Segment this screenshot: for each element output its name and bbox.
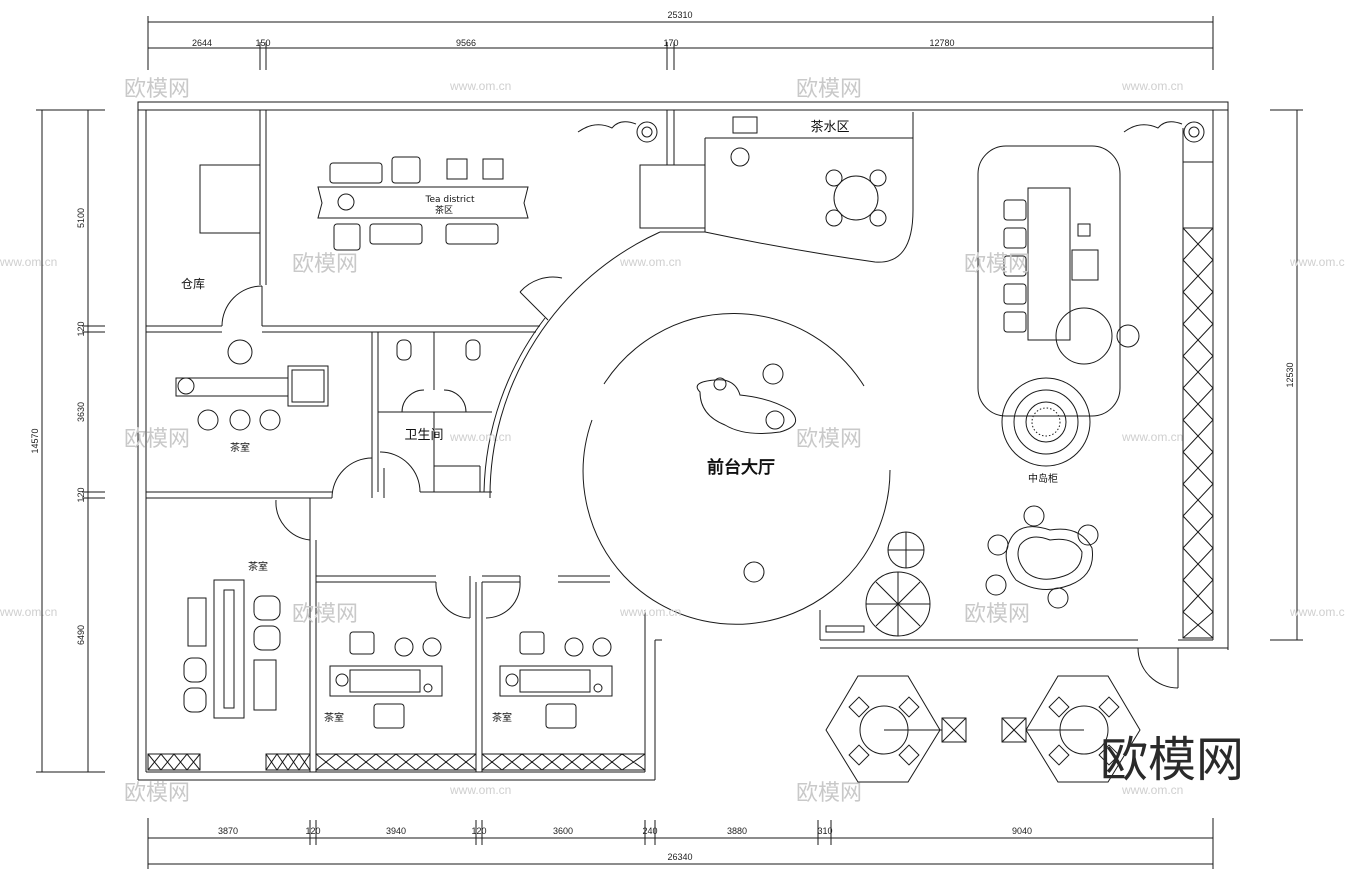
dim-top-seg-5: 12780 xyxy=(929,38,954,48)
label-restroom: 卫生间 xyxy=(404,428,443,443)
watermarks: 欧模网 欧模网 欧模网 欧模网 欧模网 欧模网 欧模网 欧模网 欧模网 欧模网 … xyxy=(0,77,1345,806)
dim-bottom-seg-5: 3600 xyxy=(553,826,573,836)
tea-room-1-furniture xyxy=(175,339,329,431)
room-labels: 仓库 Tea district 茶区 茶水区 茶室 茶室 茶室 茶室 卫生间 前… xyxy=(181,119,1058,724)
label-island-cabinet: 中岛柜 xyxy=(1028,472,1058,485)
dim-bottom-seg-8: 310 xyxy=(817,826,832,836)
tea-room-3-furniture xyxy=(329,631,443,729)
dim-left-seg-1: 5100 xyxy=(76,208,86,228)
dim-left-seg-3: 3630 xyxy=(76,402,86,422)
dim-bottom-seg-3: 3940 xyxy=(386,826,406,836)
watermark-url-10: www.om.cn xyxy=(1289,605,1345,619)
tea-room-4-furniture xyxy=(499,631,613,729)
brand-logo: 欧模网 xyxy=(1100,732,1244,788)
watermark-3: 欧模网 xyxy=(292,252,358,277)
outdoor-umbrella-sets xyxy=(825,675,1141,783)
watermark-url-11: www.om.cn xyxy=(449,783,511,797)
watermark-2: 欧模网 xyxy=(796,77,862,102)
watermark-5: 欧模网 xyxy=(124,427,190,452)
watermark-url-6: www.om.cn xyxy=(449,430,511,444)
tea-district-furniture xyxy=(199,156,529,251)
label-tea-district-en: Tea district xyxy=(425,195,475,205)
watermark-url-3: www.om.cn xyxy=(0,255,57,269)
window-strips xyxy=(147,753,646,771)
reception-hall xyxy=(582,313,891,625)
watermark-10: 欧模网 xyxy=(796,781,862,806)
watermark-url-8: www.om.cn xyxy=(0,605,57,619)
dim-bottom-seg-6: 240 xyxy=(642,826,657,836)
dim-left-seg-5: 6490 xyxy=(76,625,86,645)
label-tea-room-4: 茶室 xyxy=(492,711,512,724)
dim-bottom-seg-7: 3880 xyxy=(727,826,747,836)
doors xyxy=(221,276,1179,689)
label-tea-room-3: 茶室 xyxy=(324,711,344,724)
watermark-8: 欧模网 xyxy=(964,602,1030,627)
watermark-url-7: www.om.cn xyxy=(1121,430,1183,444)
dim-right-total: 12530 xyxy=(1285,362,1295,387)
bottom-dimension-lines xyxy=(147,818,1214,869)
plant-pots xyxy=(577,121,1205,143)
dim-left-seg-2: 120 xyxy=(76,321,86,336)
watermark-1: 欧模网 xyxy=(124,77,190,102)
watermark-6: 欧模网 xyxy=(796,427,862,452)
dim-bottom-seg-1: 3870 xyxy=(218,826,238,836)
dim-top-seg-3: 9566 xyxy=(456,38,476,48)
label-tea-room-1: 茶室 xyxy=(230,441,250,454)
dimension-labels: 25310 2644 150 9566 170 12780 3870 120 3… xyxy=(30,10,1295,862)
top-dimension-lines xyxy=(147,16,1214,70)
label-tea-room-2: 茶室 xyxy=(248,560,268,573)
watermark-url-1: www.om.cn xyxy=(449,79,511,93)
dim-top-seg-4: 170 xyxy=(663,38,678,48)
label-reception-hall: 前台大厅 xyxy=(707,457,775,478)
watermark-9: 欧模网 xyxy=(124,781,190,806)
watermark-7: 欧模网 xyxy=(292,602,358,627)
dim-top-total: 25310 xyxy=(667,10,692,20)
restroom-fixtures xyxy=(396,339,481,361)
dim-bottom-seg-9: 9040 xyxy=(1012,826,1032,836)
watermark-url-4: www.om.cn xyxy=(619,255,681,269)
dim-left-total: 14570 xyxy=(30,428,40,453)
label-tea-water-area: 茶水区 xyxy=(810,119,849,135)
dim-left-seg-4: 120 xyxy=(76,487,86,502)
right-dimension-lines xyxy=(1270,109,1303,641)
label-warehouse: 仓库 xyxy=(181,276,205,291)
dim-top-seg-1: 2644 xyxy=(192,38,212,48)
outer-walls xyxy=(137,101,1229,781)
tea-water-furniture xyxy=(730,116,887,227)
watermark-url-12: www.om.cn xyxy=(1121,783,1183,797)
tea-room-2-furniture xyxy=(183,579,281,719)
interior-walls xyxy=(146,110,1214,772)
label-tea-district-cn: 茶区 xyxy=(435,204,453,216)
left-dimension-lines xyxy=(36,109,105,773)
dim-top-seg-2: 150 xyxy=(255,38,270,48)
watermark-4: 欧模网 xyxy=(964,252,1030,277)
watermark-url-5: www.om.cn xyxy=(1289,255,1345,269)
watermark-url-9: www.om.cn xyxy=(619,605,681,619)
dim-bottom-total: 26340 xyxy=(667,852,692,862)
watermark-url-2: www.om.cn xyxy=(1121,79,1183,93)
lounge-furniture xyxy=(825,145,1140,637)
dim-bottom-seg-2: 120 xyxy=(305,826,320,836)
dim-bottom-seg-4: 120 xyxy=(471,826,486,836)
